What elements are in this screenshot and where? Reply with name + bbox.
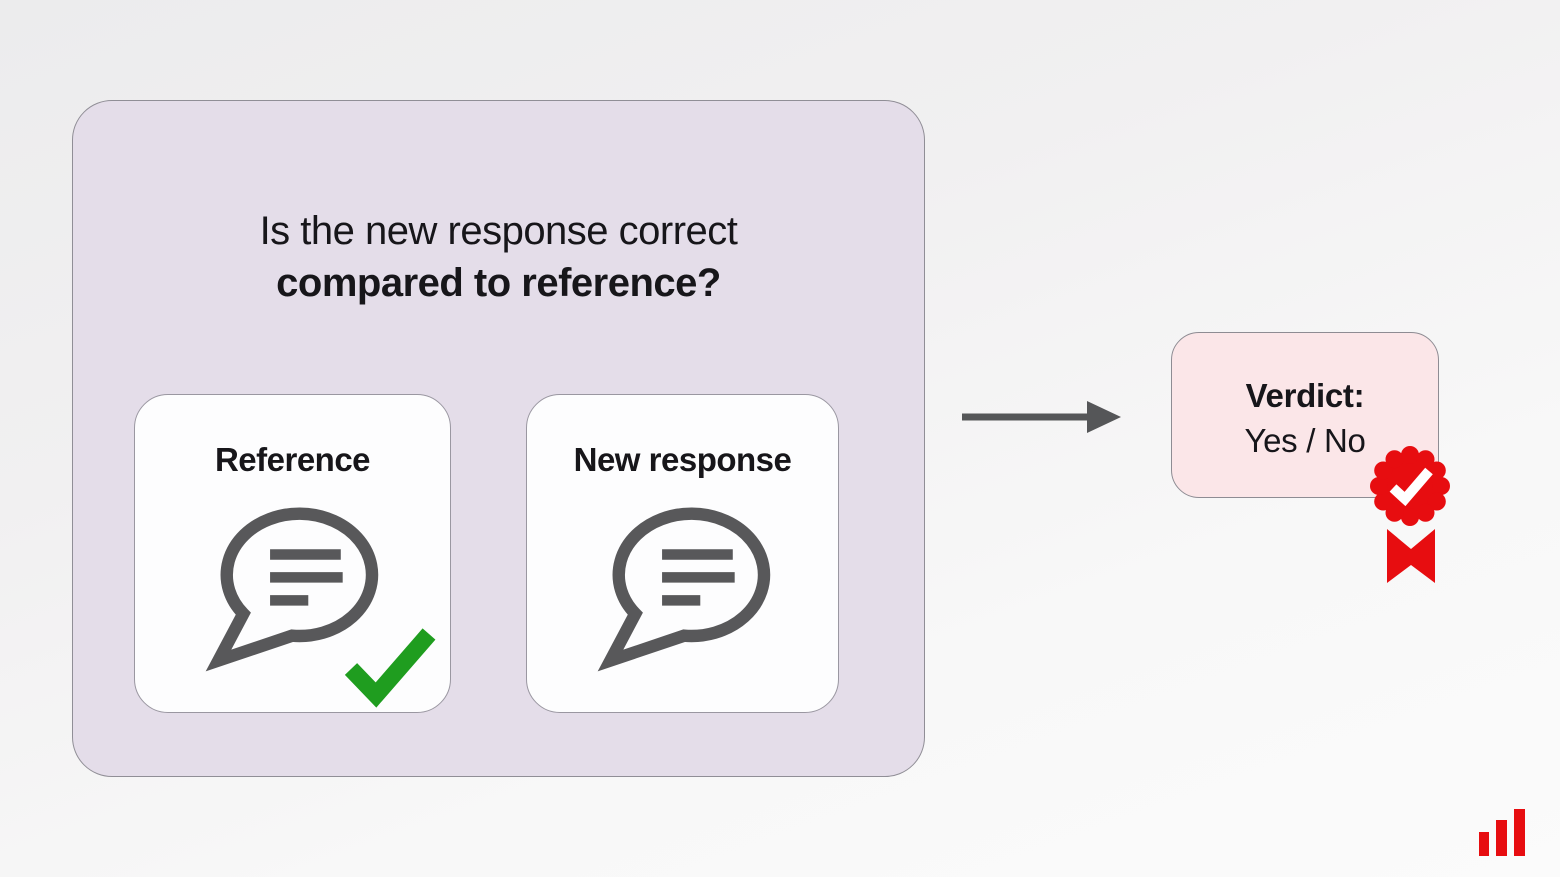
verdict-label: Verdict:	[1245, 377, 1365, 414]
panel-title: Is the new response correct compared to …	[73, 205, 924, 309]
question-panel: Is the new response correct compared to …	[72, 100, 925, 777]
green-checkmark-icon	[344, 628, 436, 708]
speech-bubble-icon	[597, 507, 771, 672]
new-response-card-label: New response	[573, 441, 792, 478]
panel-title-line1: Is the new response correct	[259, 209, 738, 253]
reference-card: Reference	[134, 394, 451, 713]
reference-card-label: Reference	[214, 441, 371, 478]
speech-bubble-icon	[205, 507, 379, 672]
new-response-card: New response	[526, 394, 839, 713]
bar-chart-logo-icon	[1479, 809, 1525, 856]
award-badge-check-icon	[1370, 446, 1450, 583]
verdict-value: Yes / No	[1244, 422, 1366, 459]
panel-title-line2: compared to reference?	[276, 261, 721, 305]
arrow-right-icon	[962, 401, 1121, 433]
